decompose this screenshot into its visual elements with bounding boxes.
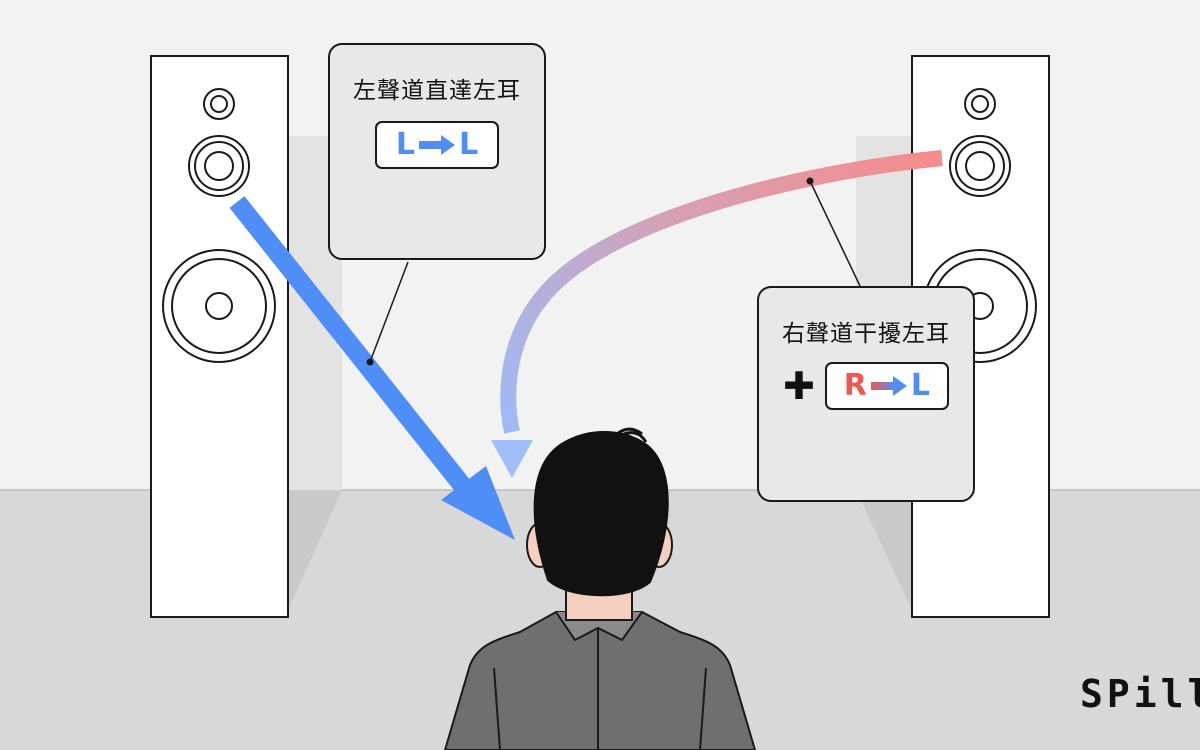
- chip-from-letter: L: [395, 127, 415, 162]
- chip-from-letter: R: [843, 368, 867, 403]
- leader-line-left: [366, 261, 409, 366]
- callout-right-title: 右聲道干擾左耳: [782, 321, 950, 347]
- callout-left-direct: 左聲道直達左耳 L L: [328, 43, 546, 260]
- left-speaker-shadow-floor: [288, 490, 342, 610]
- leader-line-right: [806, 177, 861, 287]
- right-arrow-icon: [870, 376, 907, 396]
- left-speaker: [150, 55, 289, 618]
- chip-to-letter: L: [459, 127, 479, 162]
- brand-logo: SPill: [1080, 672, 1200, 716]
- right-speaker-shadow-floor: [856, 490, 912, 610]
- channel-chip-r-to-l: R L: [824, 362, 949, 410]
- left-channel-arrow: [229, 196, 515, 540]
- plus-icon: ✚: [783, 364, 815, 408]
- callout-right-interference: 右聲道干擾左耳 ✚ R L: [757, 286, 975, 502]
- right-channel-arrow: [491, 150, 943, 478]
- channel-chip-l-to-l: L L: [375, 121, 499, 169]
- right-arrow-icon: [419, 135, 455, 155]
- listener: [443, 427, 757, 750]
- callout-left-title: 左聲道直達左耳: [353, 78, 521, 104]
- chip-to-letter: L: [910, 368, 931, 403]
